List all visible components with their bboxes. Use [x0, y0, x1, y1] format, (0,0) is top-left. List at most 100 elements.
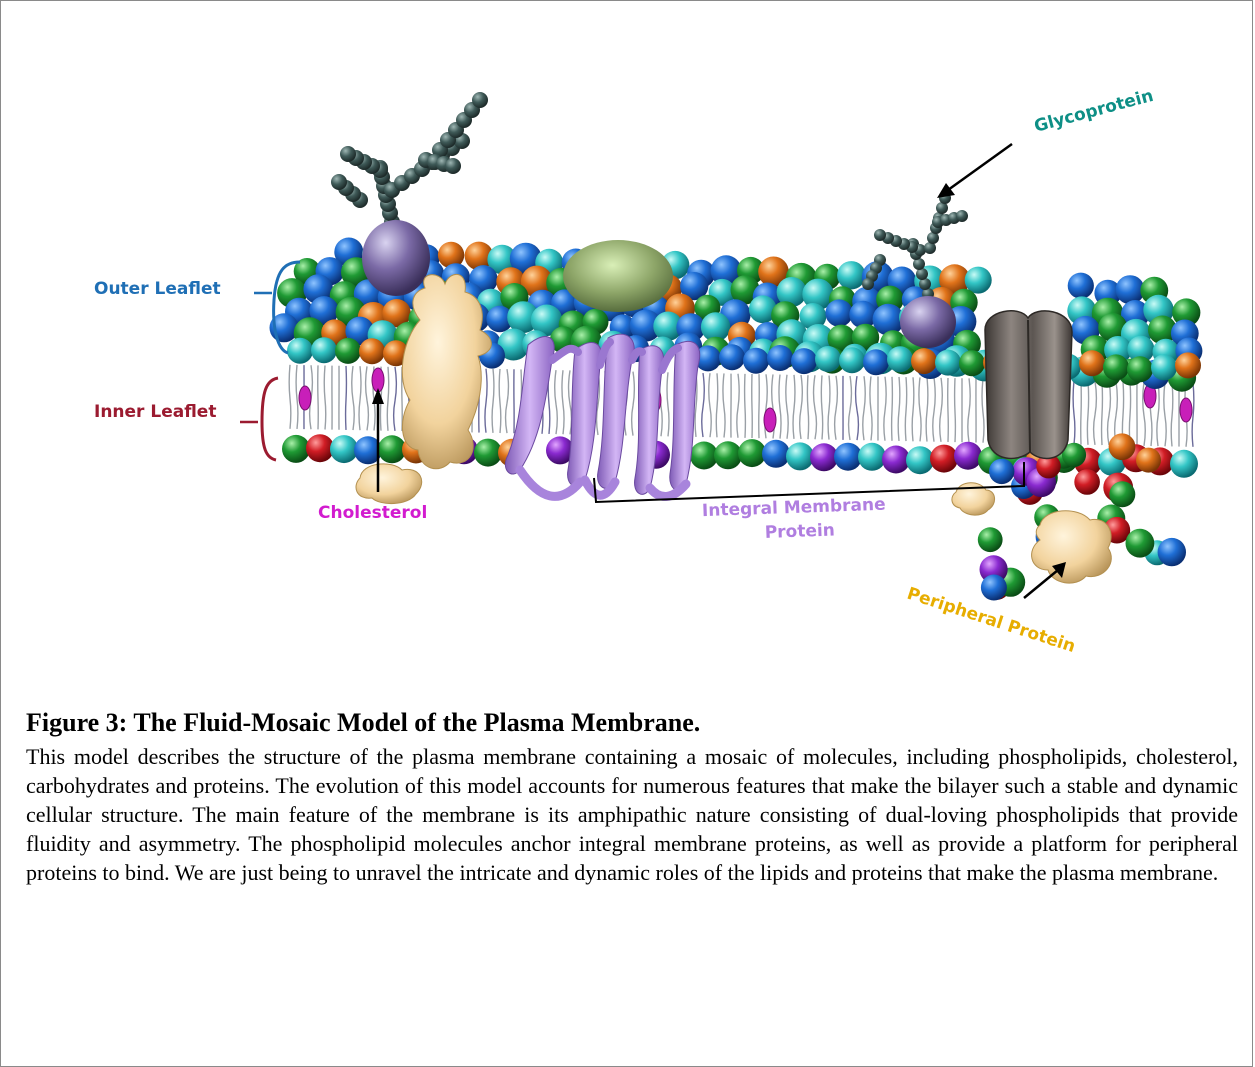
lipid-tail: [1192, 383, 1194, 447]
lipid-tail: [1164, 382, 1166, 446]
lipid-tail: [870, 376, 872, 440]
head-group-sphere: [1127, 356, 1153, 382]
lipid-tail: [1094, 381, 1097, 445]
lipid-tail: [1157, 382, 1159, 446]
head-group-sphere: [935, 350, 961, 376]
lipid-tail: [716, 373, 717, 437]
lipid-tail: [955, 378, 956, 442]
integral-label-line1: Integral Membrane: [702, 495, 886, 521]
left-peripheral-protein: [356, 464, 422, 504]
lipid-tail: [667, 372, 669, 436]
head-group-sphere: [714, 441, 742, 469]
sugar-bead: [862, 278, 874, 290]
glycoprotein-label: Glycoprotein: [1032, 86, 1155, 137]
head-group-sphere: [330, 435, 358, 463]
head-group-sphere: [887, 346, 913, 372]
integral-membrane-protein: [505, 334, 699, 496]
lipid-tail: [506, 369, 509, 433]
lipid-tail: [821, 375, 822, 439]
lipid-tail: [793, 375, 795, 439]
head-group-sphere: [930, 445, 958, 473]
glycoprotein-arrow-line: [948, 144, 1012, 190]
head-group-sphere: [306, 434, 334, 462]
head-group-sphere: [1079, 350, 1105, 376]
head-group-sphere: [282, 435, 310, 463]
head-group-sphere: [906, 446, 934, 474]
head-group-sphere: [1126, 529, 1155, 558]
lipid-tail: [828, 376, 830, 440]
sugar-bead: [874, 229, 886, 241]
head-group-sphere: [1175, 352, 1201, 378]
head-group-sphere: [1170, 450, 1198, 478]
head-group-sphere: [1109, 481, 1135, 507]
lipid-tail: [905, 377, 906, 441]
lipid-tail: [1108, 381, 1111, 445]
lipid-tail: [737, 374, 739, 438]
lipid-tail: [982, 379, 984, 443]
cholesterol-molecule: [1180, 398, 1192, 422]
lipid-tail: [289, 365, 291, 429]
left-glycoprotein-body: [362, 220, 430, 296]
head-group-sphere: [791, 348, 817, 374]
head-group-sphere: [359, 338, 385, 364]
lipid-tail: [814, 375, 817, 439]
lipid-tail: [569, 370, 572, 434]
head-group-sphere: [837, 261, 865, 289]
head-group-sphere: [1109, 433, 1136, 460]
lipid-tail: [835, 376, 838, 440]
cholesterol-label: Cholesterol: [318, 503, 427, 523]
lipid-tail: [898, 377, 900, 441]
glycoprotein-annotation: Glycoprotein: [937, 86, 1156, 198]
cholesterol-molecule: [299, 386, 311, 410]
head-group-sphere: [863, 349, 889, 375]
head-group-sphere: [954, 442, 982, 470]
right-peripheral-protein: [1032, 511, 1112, 583]
lipid-tail: [912, 377, 914, 441]
sugar-bead: [472, 92, 488, 108]
head-group-sphere: [981, 575, 1007, 601]
lipid-tail: [926, 378, 928, 442]
head-group-sphere: [335, 338, 361, 364]
lipid-tail: [723, 373, 725, 437]
lipid-tail: [359, 366, 361, 430]
outer-leaflet-label: Outer Leaflet: [94, 279, 221, 299]
lipid-tail: [485, 369, 487, 433]
head-group-sphere: [287, 338, 313, 364]
head-group-sphere: [1158, 538, 1186, 566]
head-group-sphere: [378, 435, 406, 463]
lipid-tail: [562, 370, 564, 434]
head-group-sphere: [1136, 448, 1161, 473]
inner-leaflet-bracket: [262, 378, 278, 460]
lipid-tail: [632, 372, 635, 436]
head-group-sphere: [690, 442, 718, 470]
inner-leaflet-annotation: Inner Leaflet: [94, 378, 278, 460]
lipid-tail: [779, 375, 781, 439]
lipid-tail: [324, 366, 326, 430]
lipid-tail: [499, 369, 501, 433]
sugar-bead: [956, 210, 968, 222]
head-group-sphere: [743, 348, 769, 374]
right-glycoprotein-body: [900, 296, 956, 348]
lipid-tail: [1081, 381, 1082, 445]
lipid-tail: [884, 377, 886, 441]
head-group-sphere: [1116, 275, 1145, 304]
lipid-tail: [296, 365, 298, 429]
head-group-sphere: [1074, 469, 1100, 495]
lipid-tail: [863, 376, 865, 440]
head-group-sphere: [959, 350, 985, 376]
head-group-sphere: [1103, 354, 1129, 380]
cholesterol-molecule: [764, 408, 776, 432]
lipid-tail: [849, 376, 852, 440]
head-group-sphere: [978, 527, 1003, 552]
integral-label-line2: Protein: [764, 520, 835, 542]
lipid-tail: [933, 378, 935, 442]
lipid-tail: [709, 373, 711, 437]
lipid-tail: [352, 366, 354, 430]
lipid-tail: [1087, 381, 1088, 445]
head-group-sphere: [1068, 273, 1094, 299]
head-group-sphere: [882, 446, 910, 474]
head-group-sphere: [474, 439, 502, 467]
head-group-sphere: [834, 443, 862, 471]
outer-leaflet-annotation: Outer Leaflet: [94, 262, 300, 353]
sugar-bead: [340, 146, 356, 162]
